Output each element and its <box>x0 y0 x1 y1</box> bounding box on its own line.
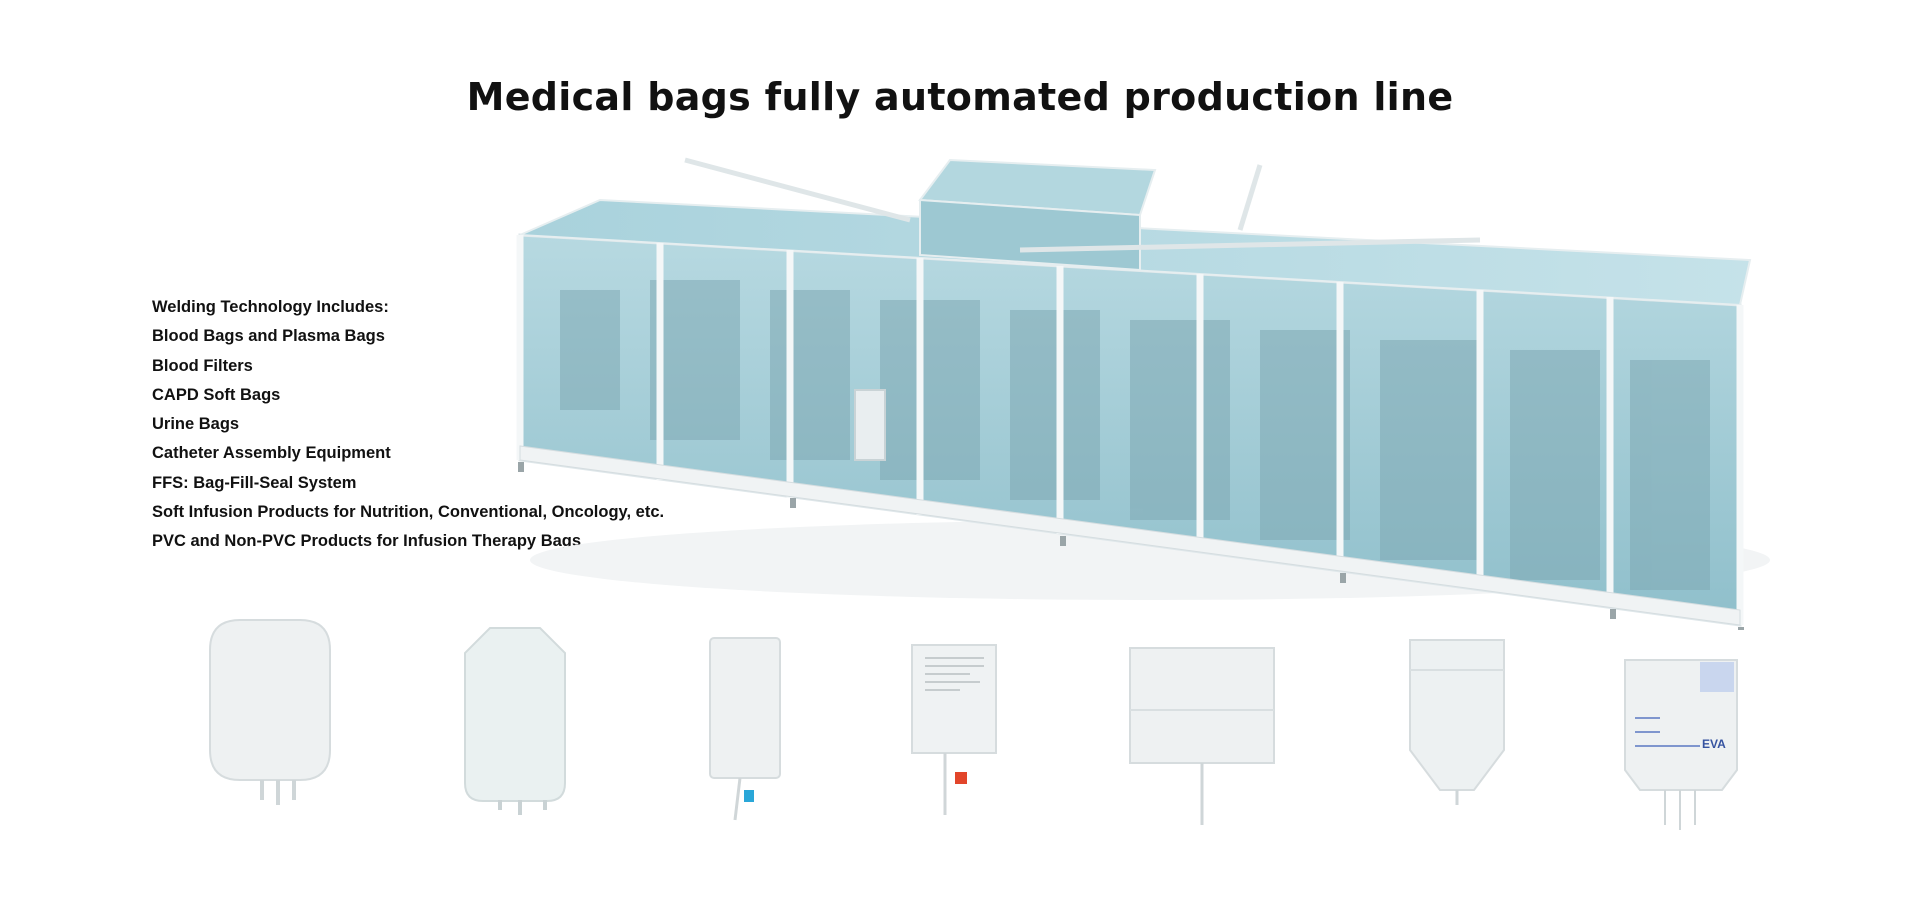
page-title: Medical bags fully automated production … <box>466 75 1454 120</box>
feature-item-blood-filters: Blood Filters <box>152 356 253 375</box>
feature-list: Welding Technology Includes: Blood Bags … <box>152 293 712 557</box>
feature-item-catheter: Catheter Assembly Equipment <box>152 444 391 463</box>
production-line-machine-image <box>516 157 1770 630</box>
blood-bag-image <box>209 619 331 805</box>
soft-infusion-bag-image <box>709 637 781 821</box>
feature-item-urine-bags: Urine Bags <box>152 415 240 434</box>
feature-item-welding: Welding Technology Includes: <box>152 298 389 316</box>
feature-item-pvc: PVC and Non-PVC Products for Infusion Th… <box>152 532 582 551</box>
product-bags-row: EVA <box>209 619 1738 830</box>
capd-bag-image <box>1129 647 1275 825</box>
printed-infusion-bag-image <box>911 644 997 815</box>
urine-bag-image <box>1409 639 1505 805</box>
feature-item-capd: CAPD Soft Bags <box>152 385 281 404</box>
feature-item-soft-infusion: Soft Infusion Products for Nutrition, Co… <box>152 503 665 522</box>
eva-bag-image: EVA <box>1624 659 1738 830</box>
plasma-bag-image <box>464 627 566 815</box>
feature-item-blood-bags: Blood Bags and Plasma Bags <box>152 327 385 346</box>
feature-item-ffs: FFS: Bag-Fill-Seal System <box>152 473 357 492</box>
eva-label: EVA <box>1702 737 1726 751</box>
